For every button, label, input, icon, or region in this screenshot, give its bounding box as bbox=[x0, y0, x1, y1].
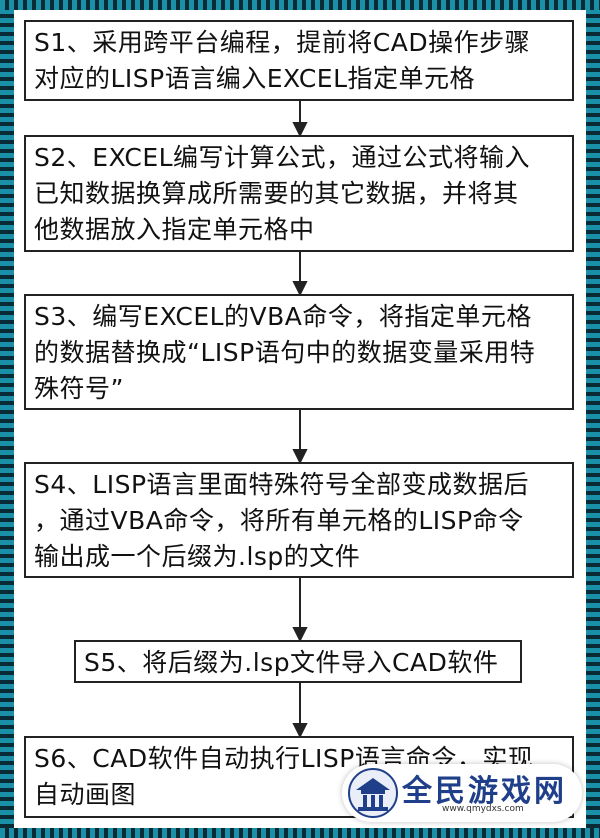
step-box-s4: S4、LISP语言里面特殊符号全部变成数据后 ，通过VBA命令，将所有单元格的L… bbox=[24, 462, 574, 578]
step-box-s5: S5、将后缀为.lsp文件导入CAD软件 bbox=[74, 640, 522, 683]
step-s4-line-3: 输出成一个后缀为.lsp的文件 bbox=[34, 542, 361, 571]
step-s3-line-2: 的数据替换成“LISP语句中的数据变量采用特 bbox=[34, 338, 536, 367]
step-box-s2: S2、EXCEL编写计算公式，通过公式将输入 已知数据换算成所需要的其它数据，并… bbox=[24, 135, 574, 252]
arrow-head-2 bbox=[292, 281, 308, 297]
watermark-logo: 全民游戏网 www.qmydxs.com bbox=[342, 764, 582, 822]
watermark-url: www.qmydxs.com bbox=[442, 804, 524, 814]
left-border bbox=[0, 0, 14, 838]
arrow-head-1 bbox=[292, 122, 308, 138]
arrow-head-3 bbox=[292, 449, 308, 465]
right-border bbox=[586, 0, 600, 838]
step-s4-line-2: ，通过VBA命令，将所有单元格的LISP命令 bbox=[34, 506, 524, 535]
watermark-name: 全民游戏网 bbox=[402, 774, 567, 809]
step-s3-line-3: 殊符号” bbox=[34, 374, 124, 403]
step-s4-line-1: S4、LISP语言里面特殊符号全部变成数据后 bbox=[34, 470, 530, 499]
step-box-s3: S3、编写EXCEL的VBA命令，将指定单元格 的数据替换成“LISP语句中的数… bbox=[24, 294, 574, 410]
step-box-s1: S1、采用跨平台编程，提前将CAD操作步骤 对应的LISP语言编入EXCEL指定… bbox=[24, 20, 574, 101]
step-s6-line-2: 自动画图 bbox=[34, 780, 137, 809]
arrow-head-5 bbox=[292, 723, 308, 739]
step-s2-line-3: 他数据放入指定单元格中 bbox=[34, 215, 315, 244]
step-s1-line-1: S1、采用跨平台编程，提前将CAD操作步骤 bbox=[34, 28, 531, 57]
step-s2-line-2: 已知数据换算成所需要的其它数据，并将其 bbox=[34, 179, 519, 208]
step-s1-line-2: 对应的LISP语言编入EXCEL指定单元格 bbox=[34, 64, 476, 93]
step-s2-line-1: S2、EXCEL编写计算公式，通过公式将输入 bbox=[34, 143, 531, 172]
top-border bbox=[0, 0, 600, 10]
step-s5-line-1: S5、将后缀为.lsp文件导入CAD软件 bbox=[84, 648, 499, 677]
step-s3-line-1: S3、编写EXCEL的VBA命令，将指定单元格 bbox=[34, 302, 532, 331]
arrow-head-4 bbox=[292, 627, 308, 643]
bottom-border bbox=[0, 828, 600, 838]
temple-logo-icon bbox=[348, 768, 398, 818]
